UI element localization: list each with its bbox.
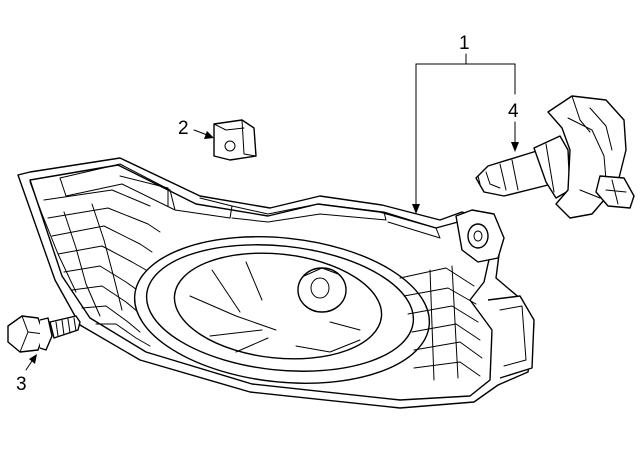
callout-2: 2: [178, 118, 189, 139]
clip-part: [213, 119, 257, 161]
bolt-part: [7, 315, 81, 353]
bulb-part: [475, 95, 635, 219]
fog-lamp-assembly: [17, 157, 535, 409]
arrowhead-1: [412, 204, 420, 214]
callout-4: 4: [508, 101, 519, 122]
arrowhead-2: [204, 131, 214, 139]
callout-1: 1: [459, 33, 470, 54]
arrowhead-4: [511, 142, 519, 152]
arrowheads: [29, 131, 519, 364]
callout-3: 3: [16, 374, 27, 395]
arrowhead-3: [29, 354, 37, 364]
